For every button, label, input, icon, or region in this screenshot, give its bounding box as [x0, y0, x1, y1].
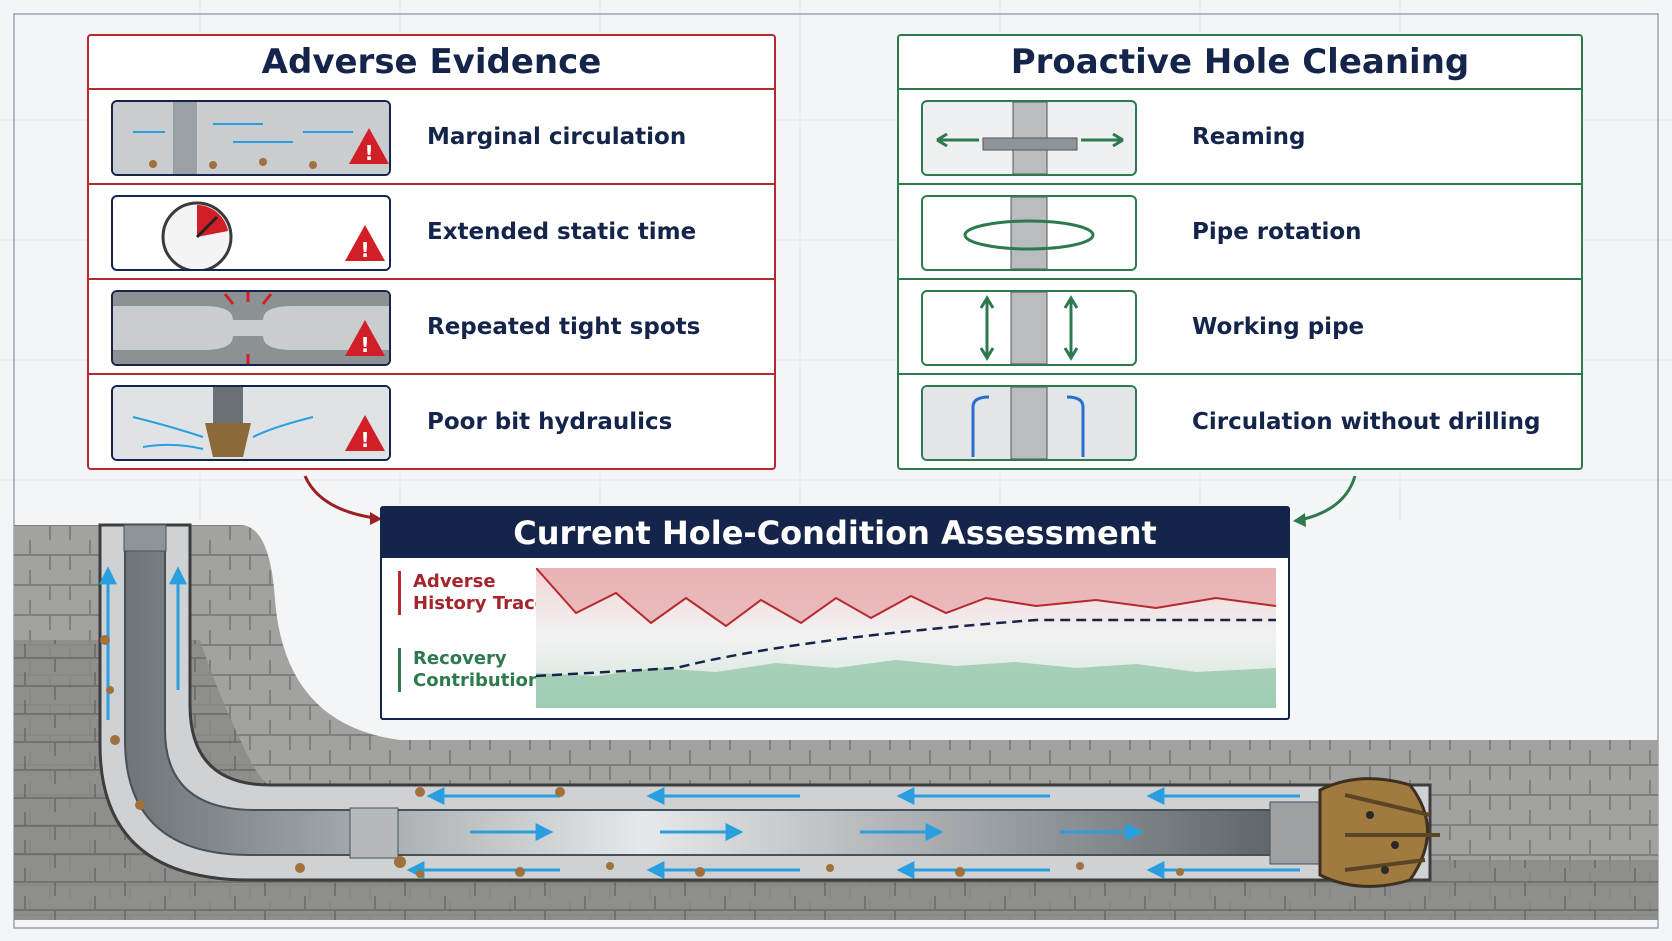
adverse-item-marginal-circulation: ! Marginal circulation — [89, 88, 774, 183]
adverse-item-extended-static-time: ! Extended static time — [89, 183, 774, 278]
proactive-item-label: Reaming — [1192, 124, 1306, 150]
recovery-contribution-area — [536, 660, 1276, 708]
proactive-item-label: Pipe rotation — [1192, 219, 1362, 245]
proactive-item-reaming: Reaming — [899, 88, 1581, 183]
svg-text:!: ! — [360, 428, 369, 452]
adverse-item-label: Repeated tight spots — [427, 314, 701, 340]
proactive-item-working-pipe: Working pipe — [899, 278, 1581, 373]
adverse-evidence-title: Adverse Evidence — [261, 42, 602, 82]
proactive-item-label: Circulation without drilling — [1192, 409, 1541, 435]
adverse-item-label: Marginal circulation — [427, 124, 687, 150]
working-pipe-illustration — [921, 290, 1137, 366]
cuttings-beds — [100, 635, 1184, 878]
static-time-gauge-icon — [161, 201, 233, 269]
svg-text:!: ! — [360, 238, 369, 262]
adverse-item-label: Poor bit hydraulics — [427, 409, 673, 435]
adverse-item-repeated-tight-spots: ! Repeated tight spots — [89, 278, 774, 373]
pipe-tool-joint — [349, 807, 399, 859]
proactive-item-pipe-rotation: Pipe rotation — [899, 183, 1581, 278]
adverse-item-poor-bit-hydraulics: ! Poor bit hydraulics — [89, 373, 774, 468]
circulation-without-drilling-illustration — [921, 385, 1137, 461]
assessment-title: Current Hole-Condition Assessment — [382, 508, 1288, 558]
warning-triangle-icon: ! — [345, 225, 385, 262]
adverse-history-area — [536, 568, 1276, 626]
proactive-hole-cleaning-panel: Proactive Hole Cleaning Reaming Pipe rot… — [897, 34, 1583, 470]
pipe-rotation-illustration — [921, 195, 1137, 271]
poor-bit-hydraulics-illustration: ! — [111, 385, 391, 461]
proactive-hole-cleaning-title: Proactive Hole Cleaning — [1010, 42, 1470, 82]
adverse-item-label: Extended static time — [427, 219, 697, 245]
legend-adverse-history-trace: Adverse History Trace — [398, 571, 553, 615]
hole-condition-assessment-panel: Current Hole-Condition Assessment Advers… — [380, 506, 1290, 720]
svg-text:!: ! — [364, 141, 373, 165]
connector-arrowhead-recovery — [1293, 513, 1306, 527]
warning-triangle-icon: ! — [345, 415, 385, 452]
frame-border — [13, 13, 1659, 929]
return-flow-arrows — [99, 566, 1300, 879]
repeated-tight-spots-illustration: ! — [111, 290, 391, 366]
marginal-circulation-illustration: ! — [111, 100, 391, 176]
legend-recovery-contribution: Recovery Contribution — [398, 648, 553, 692]
extended-static-time-illustration: ! — [111, 195, 391, 271]
net-condition-dashed-line — [536, 618, 1276, 678]
assessment-trace-graphic — [536, 568, 1276, 708]
warning-triangle-icon: ! — [345, 320, 385, 357]
drill-bit — [1318, 777, 1440, 888]
connector-arrowhead-adverse — [370, 512, 382, 525]
proactive-item-label: Working pipe — [1192, 314, 1365, 340]
proactive-item-circulation-without-drilling: Circulation without drilling — [899, 373, 1581, 468]
pipe-tool-joint — [123, 524, 167, 552]
svg-text:!: ! — [360, 333, 369, 357]
connector-arrow-adverse — [303, 475, 376, 520]
warning-triangle-icon: ! — [349, 128, 389, 165]
adverse-history-line — [536, 568, 1276, 628]
adverse-evidence-panel: Adverse Evidence ! Marginal circulation — [87, 34, 776, 470]
pipe-collar — [1269, 801, 1321, 865]
connector-arrow-recovery — [1299, 475, 1357, 522]
reaming-illustration — [921, 100, 1137, 176]
